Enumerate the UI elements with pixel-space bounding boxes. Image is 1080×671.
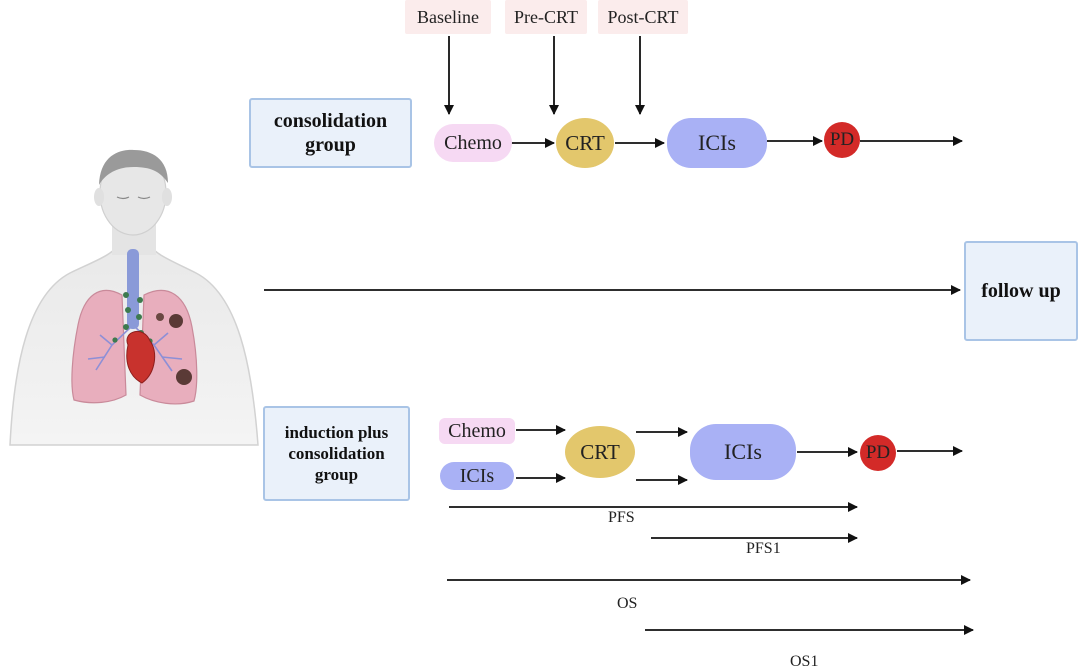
induction-crt-node: CRT — [565, 426, 635, 478]
timepoint-pre-crt: Pre-CRT — [505, 0, 587, 34]
consolidation-label-line1: consolidation — [273, 110, 388, 132]
induction-chemo-node: Chemo — [439, 418, 515, 444]
consolidation-chemo-node: Chemo — [434, 124, 512, 162]
induction-label-line3: group — [314, 465, 359, 484]
consolidation-icis-node: ICIs — [667, 118, 767, 168]
consolidation-pd-node: PD — [824, 122, 860, 158]
pfs1-label: PFS1 — [746, 540, 781, 557]
induction-group-box: induction plus consolidation group — [263, 406, 410, 501]
induction-pd-node: PD — [860, 435, 896, 471]
consolidation-group-box: consolidation group — [249, 98, 412, 168]
os-label: OS — [617, 595, 638, 612]
induction-icis-small-node: ICIs — [440, 462, 514, 490]
consolidation-label-line2: group — [305, 134, 356, 156]
consolidation-crt-node: CRT — [556, 118, 614, 168]
human-torso-lungs-illustration — [9, 149, 259, 446]
pfs-label: PFS — [608, 509, 635, 526]
timepoint-post-crt: Post-CRT — [598, 0, 688, 34]
induction-label-line1: induction plus — [284, 423, 389, 442]
induction-label-line2: consolidation — [288, 444, 385, 463]
os1-label: OS1 — [790, 653, 819, 670]
follow-up-box: follow up — [964, 241, 1078, 341]
timepoint-baseline: Baseline — [405, 0, 491, 34]
induction-icis-node: ICIs — [690, 424, 796, 480]
